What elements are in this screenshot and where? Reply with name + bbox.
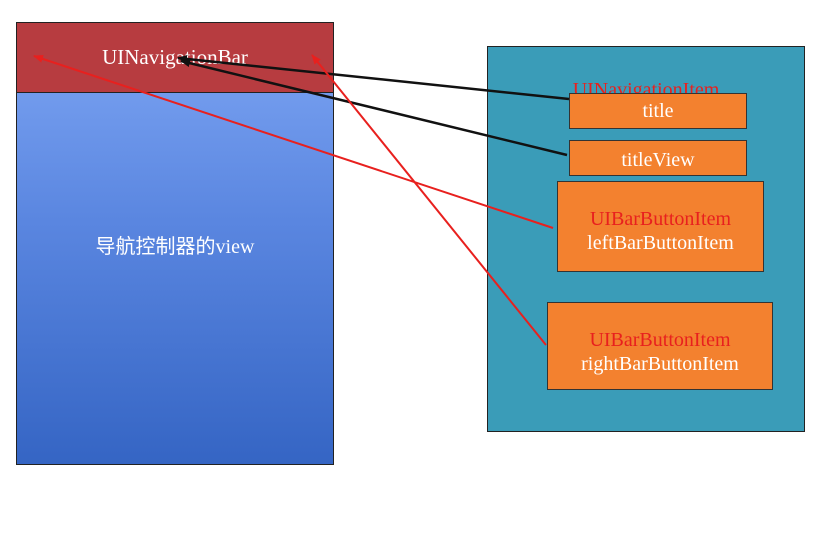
navigation-bar-label: UINavigationBar xyxy=(102,45,248,69)
title-property-label: title xyxy=(642,100,674,122)
right-bar-button-property: rightBarButtonItem xyxy=(581,353,739,375)
title-property-box: title xyxy=(569,93,747,129)
left-bar-button-box: UIBarButtonItem leftBarButtonItem xyxy=(557,181,764,272)
left-bar-button-property: leftBarButtonItem xyxy=(587,232,734,254)
right-bar-button-class: UIBarButtonItem xyxy=(589,329,731,351)
controller-view-label: 导航控制器的view xyxy=(95,236,255,258)
left-bar-button-class: UIBarButtonItem xyxy=(589,208,732,230)
right-bar-button-box: UIBarButtonItem rightBarButtonItem xyxy=(547,302,773,390)
title-view-property-box: titleView xyxy=(569,140,747,176)
title-view-property-label: titleView xyxy=(621,149,695,171)
